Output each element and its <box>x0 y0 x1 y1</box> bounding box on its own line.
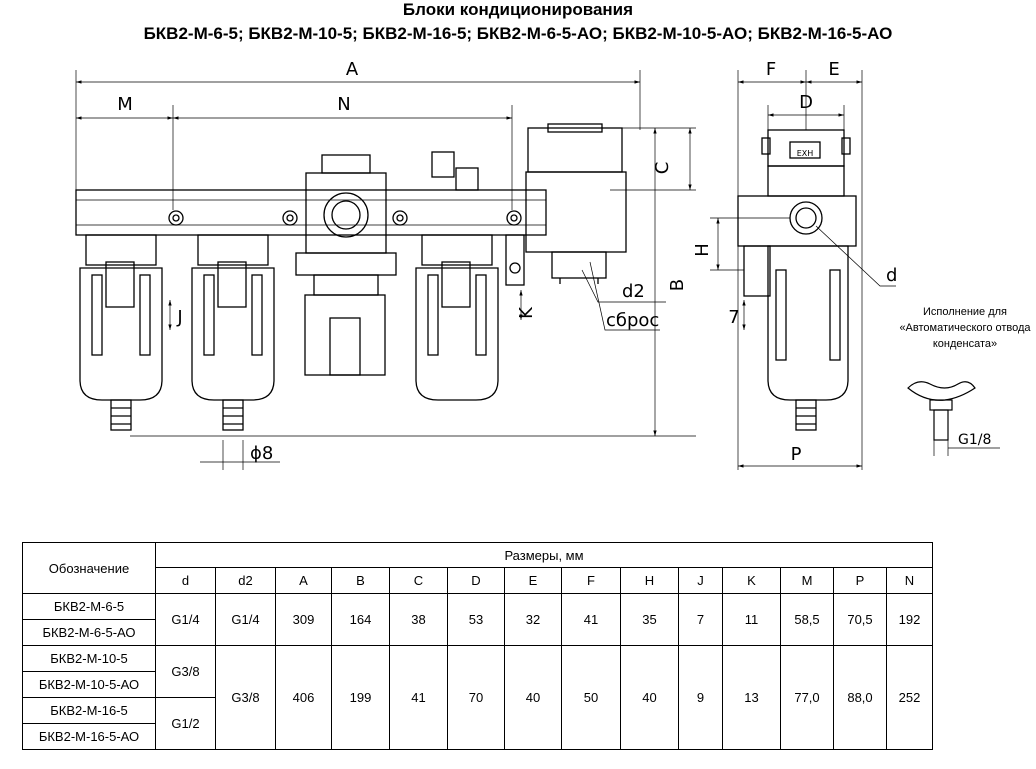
cell-f: 50 <box>561 645 621 750</box>
cell-d2: G1/4 <box>215 593 276 646</box>
model-name: БКВ2-М-16-5 <box>22 697 156 724</box>
dim-label-c: C <box>652 162 673 175</box>
side-view <box>737 129 857 431</box>
dim-label-sbros: сброс <box>606 310 659 331</box>
column-header: E <box>504 567 562 594</box>
cell-m: 58,5 <box>780 593 834 646</box>
header-designation: Обозначение <box>22 542 156 594</box>
table-column-headers: d d2 A B C D E F H J K M P N <box>23 567 933 594</box>
column-header: B <box>331 567 390 594</box>
dim-label-d: D <box>799 92 813 113</box>
cell-m: 77,0 <box>780 645 834 750</box>
dim-label-n: N <box>337 94 350 115</box>
header-dimensions: Размеры, мм <box>155 542 933 568</box>
model-name: БКВ2-М-10-5-АО <box>22 671 156 698</box>
cell-e: 32 <box>504 593 562 646</box>
cell-b: 199 <box>331 645 390 750</box>
cell-a: 309 <box>275 593 332 646</box>
cell-n: 192 <box>886 593 933 646</box>
dim-label-g18: G1/8 <box>958 432 991 448</box>
column-header: M <box>780 567 834 594</box>
table-row: БКВ2-М-10-5 G3/8 G3/8 406 199 41 70 40 5… <box>22 645 933 750</box>
cell-d: G3/8 <box>155 645 216 698</box>
dim-label-d2: d2 <box>622 281 645 302</box>
cell-c: 41 <box>389 645 448 750</box>
cell-d-dim: 70 <box>447 645 505 750</box>
column-header: N <box>886 567 933 594</box>
cell-f: 41 <box>561 593 621 646</box>
cell-d: G1/2 <box>155 697 216 750</box>
note-line-2: «Автоматического отвода <box>899 322 1031 334</box>
dimensions-table: Обозначение Размеры, мм d d2 A B C D E F… <box>22 542 933 750</box>
note-line-1: Исполнение для <box>922 306 1008 318</box>
cell-n: 252 <box>886 645 933 750</box>
cell-j: 9 <box>678 645 723 750</box>
cell-h: 35 <box>620 593 679 646</box>
dim-label-j: J <box>176 307 182 328</box>
side-dimensions <box>710 70 896 470</box>
column-header: C <box>389 567 448 594</box>
cell-b: 164 <box>331 593 390 646</box>
table-row: БКВ2-М-6-5 G1/4 G1/4 309 164 38 53 32 41… <box>22 593 933 646</box>
dim-label-small-d: d <box>886 265 897 286</box>
dim-label-e: E <box>828 59 839 80</box>
technical-drawing: A M N C B J K d2 сброс ϕ8 EXH <box>75 59 1000 470</box>
dim-label-m: M <box>117 94 133 115</box>
dim-label-b: B <box>667 279 688 291</box>
column-header: d <box>155 567 216 594</box>
page-title: Блоки кондиционирования <box>402 0 634 19</box>
dim-label-a: A <box>346 59 359 80</box>
model-name: БКВ2-М-16-5-АО <box>22 723 156 750</box>
column-header: J <box>678 567 723 594</box>
cell-k: 11 <box>722 593 781 646</box>
cell-a: 406 <box>275 645 332 750</box>
cell-e: 40 <box>504 645 562 750</box>
column-header: A <box>275 567 332 594</box>
front-dimension-labels: A M N C B J K d2 сброс ϕ8 <box>117 59 688 464</box>
column-header: F <box>561 567 621 594</box>
table-row: БКВ2-М-16-5-АО <box>22 723 933 750</box>
cell-p: 70,5 <box>833 593 887 646</box>
model-name: БКВ2-М-6-5-АО <box>22 619 156 646</box>
cell-d-dim: 53 <box>447 593 505 646</box>
cell-j: 7 <box>678 593 723 646</box>
cell-d: G1/4 <box>155 593 216 646</box>
side-dimension-labels: F E D H d 7 P <box>692 59 897 465</box>
column-header: P <box>833 567 887 594</box>
cell-p: 88,0 <box>833 645 887 750</box>
dim-label-seven: 7 <box>728 307 739 328</box>
column-header: H <box>620 567 679 594</box>
front-dimensions <box>75 70 696 470</box>
cell-c: 38 <box>389 593 448 646</box>
column-header: D <box>447 567 505 594</box>
dim-label-f: F <box>766 59 776 80</box>
dim-label-p: P <box>791 444 802 465</box>
model-name: БКВ2-М-10-5 <box>22 645 156 672</box>
dim-label-k: K <box>516 306 537 319</box>
column-header: d2 <box>215 567 276 594</box>
dim-label-h: H <box>692 243 713 257</box>
exh-label: EXH <box>797 149 814 158</box>
cell-h: 40 <box>620 645 679 750</box>
auto-drain-detail <box>907 381 1000 456</box>
page-subtitle: БКВ2-М-6-5; БКВ2-М-10-5; БКВ2-М-16-5; БК… <box>143 24 893 43</box>
table-row: БКВ2-М-6-5-АО <box>22 619 933 646</box>
cell-d2: G3/8 <box>215 645 276 750</box>
note-line-3: конденсата» <box>932 338 998 350</box>
front-view <box>75 123 627 431</box>
model-name: БКВ2-М-6-5 <box>22 593 156 620</box>
cell-k: 13 <box>722 645 781 750</box>
column-header: K <box>722 567 781 594</box>
dim-label-phi8: ϕ8 <box>250 443 273 464</box>
auto-drain-note: Исполнение для «Автоматического отвода к… <box>896 304 1034 352</box>
